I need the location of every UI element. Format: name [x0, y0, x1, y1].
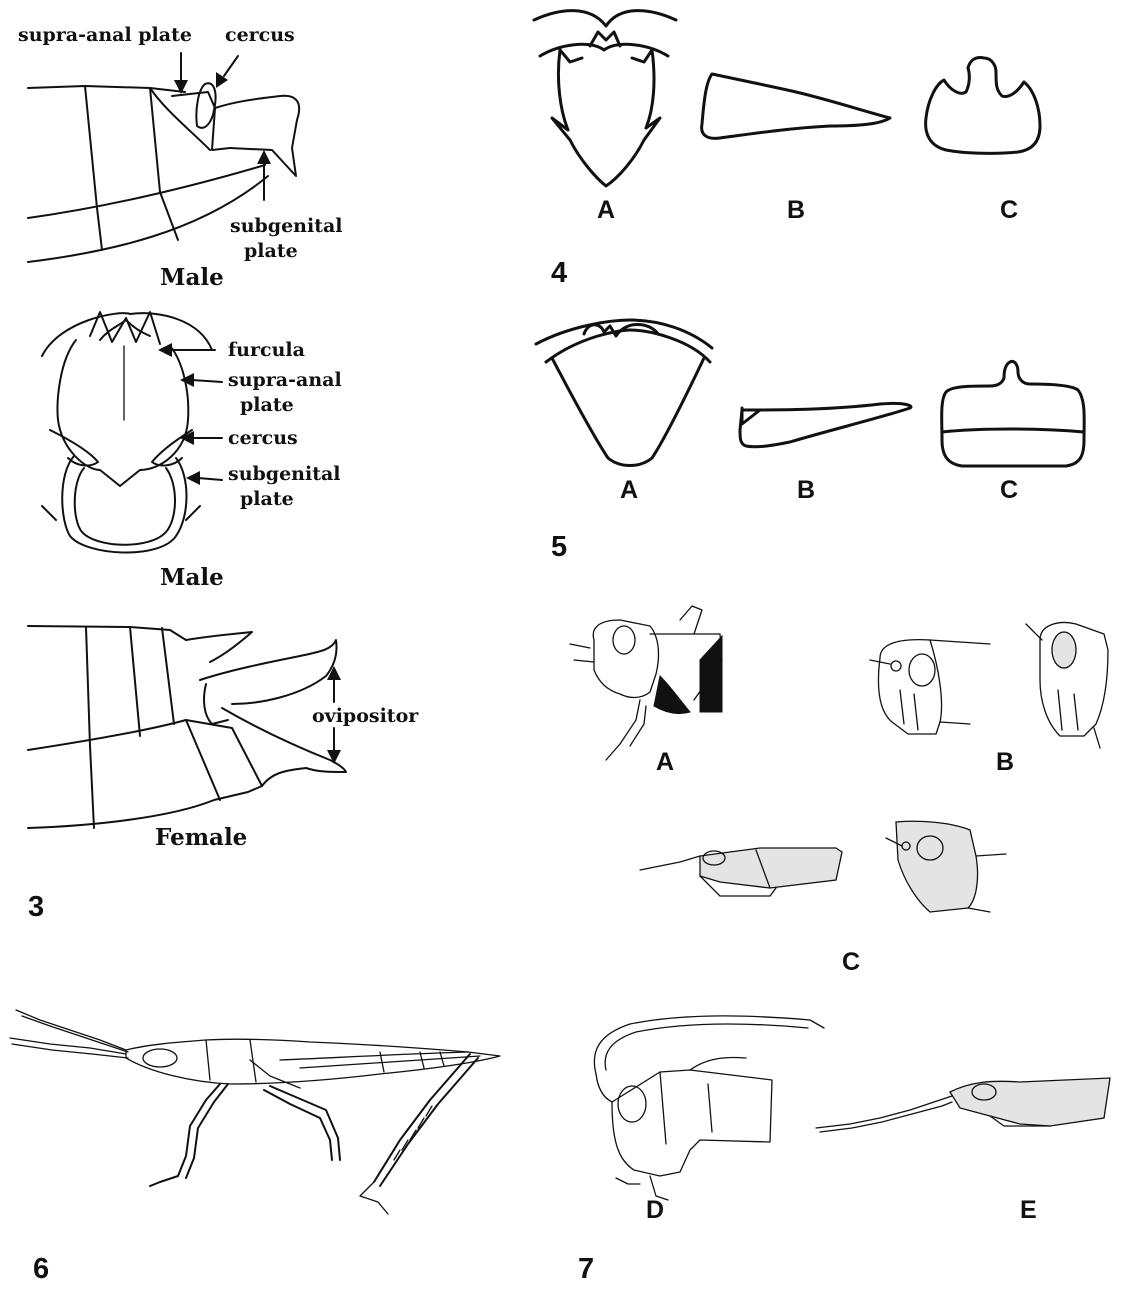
fig4-a-pronotum-dorsal: [534, 11, 676, 186]
label-cercus-dorsal: cercus: [228, 427, 298, 449]
figure-7-number: 7: [578, 1253, 594, 1285]
fig7-letter-e: E: [1020, 1196, 1037, 1224]
label-subgenital: subgenital: [230, 215, 343, 237]
fig7-a-head-with-palp: [570, 606, 722, 760]
fig6-slant-faced-grasshopper-drawing: [10, 1010, 500, 1214]
fig5-b-pronotum-lateral: [740, 403, 911, 446]
fig7-c-head-slanted: [640, 848, 842, 896]
fig7-letter-b: B: [996, 748, 1014, 776]
female-lateral-abdomen-drawing: [28, 626, 346, 828]
caption-male-dorsal: Male: [160, 564, 224, 591]
fig4-c-pronotum-front: [926, 57, 1040, 153]
figure-5-number: 5: [551, 531, 567, 563]
fig4-b-pronotum-lateral: [702, 74, 890, 138]
fig7-letter-c: C: [842, 948, 860, 976]
fig5-a-pronotum-dorsal: [536, 320, 712, 466]
fig7-b-head-lateral: [870, 640, 990, 734]
fig5-letter-a: A: [620, 476, 638, 504]
label-supra-anal-plate-2: plate: [240, 394, 294, 416]
figure-3-number: 3: [28, 891, 44, 923]
figure-6-number: 6: [33, 1253, 49, 1285]
fig5-c-pronotum-front: [942, 361, 1085, 466]
label-ovipositor: ovipositor: [312, 705, 419, 727]
fig4-letter-c: C: [1000, 196, 1018, 224]
fig7-c-head-lateral: [886, 821, 1006, 912]
label-cercus: cercus: [225, 24, 295, 46]
caption-male-lateral: Male: [160, 264, 224, 291]
fig5-letter-b: B: [797, 476, 815, 504]
fig7-letter-a: A: [656, 748, 674, 776]
fig7-d-head-and-pronotum: [594, 1016, 824, 1200]
label-supra-anal: supra-anal: [228, 369, 342, 391]
label-furcula: furcula: [228, 339, 305, 361]
label-supra-anal-plate: supra-anal plate: [18, 24, 192, 46]
label-subgenital-dorsal: subgenital: [228, 463, 341, 485]
fig5-letter-c: C: [1000, 476, 1018, 504]
figure-4-number: 4: [551, 257, 567, 289]
caption-female: Female: [155, 824, 247, 851]
fig7-b-head-front: [1026, 623, 1108, 748]
fig4-letter-b: B: [787, 196, 805, 224]
male-dorsal-pointer-arrows: [158, 343, 222, 485]
fig4-letter-a: A: [597, 196, 615, 224]
fig7-e-elongate-head: [816, 1078, 1110, 1132]
label-subgenital-plate: plate: [244, 240, 298, 262]
label-subgenital-plate-dorsal: plate: [240, 488, 294, 510]
male-dorsal-abdomen-drawing: [42, 312, 212, 553]
fig7-letter-d: D: [646, 1196, 664, 1224]
